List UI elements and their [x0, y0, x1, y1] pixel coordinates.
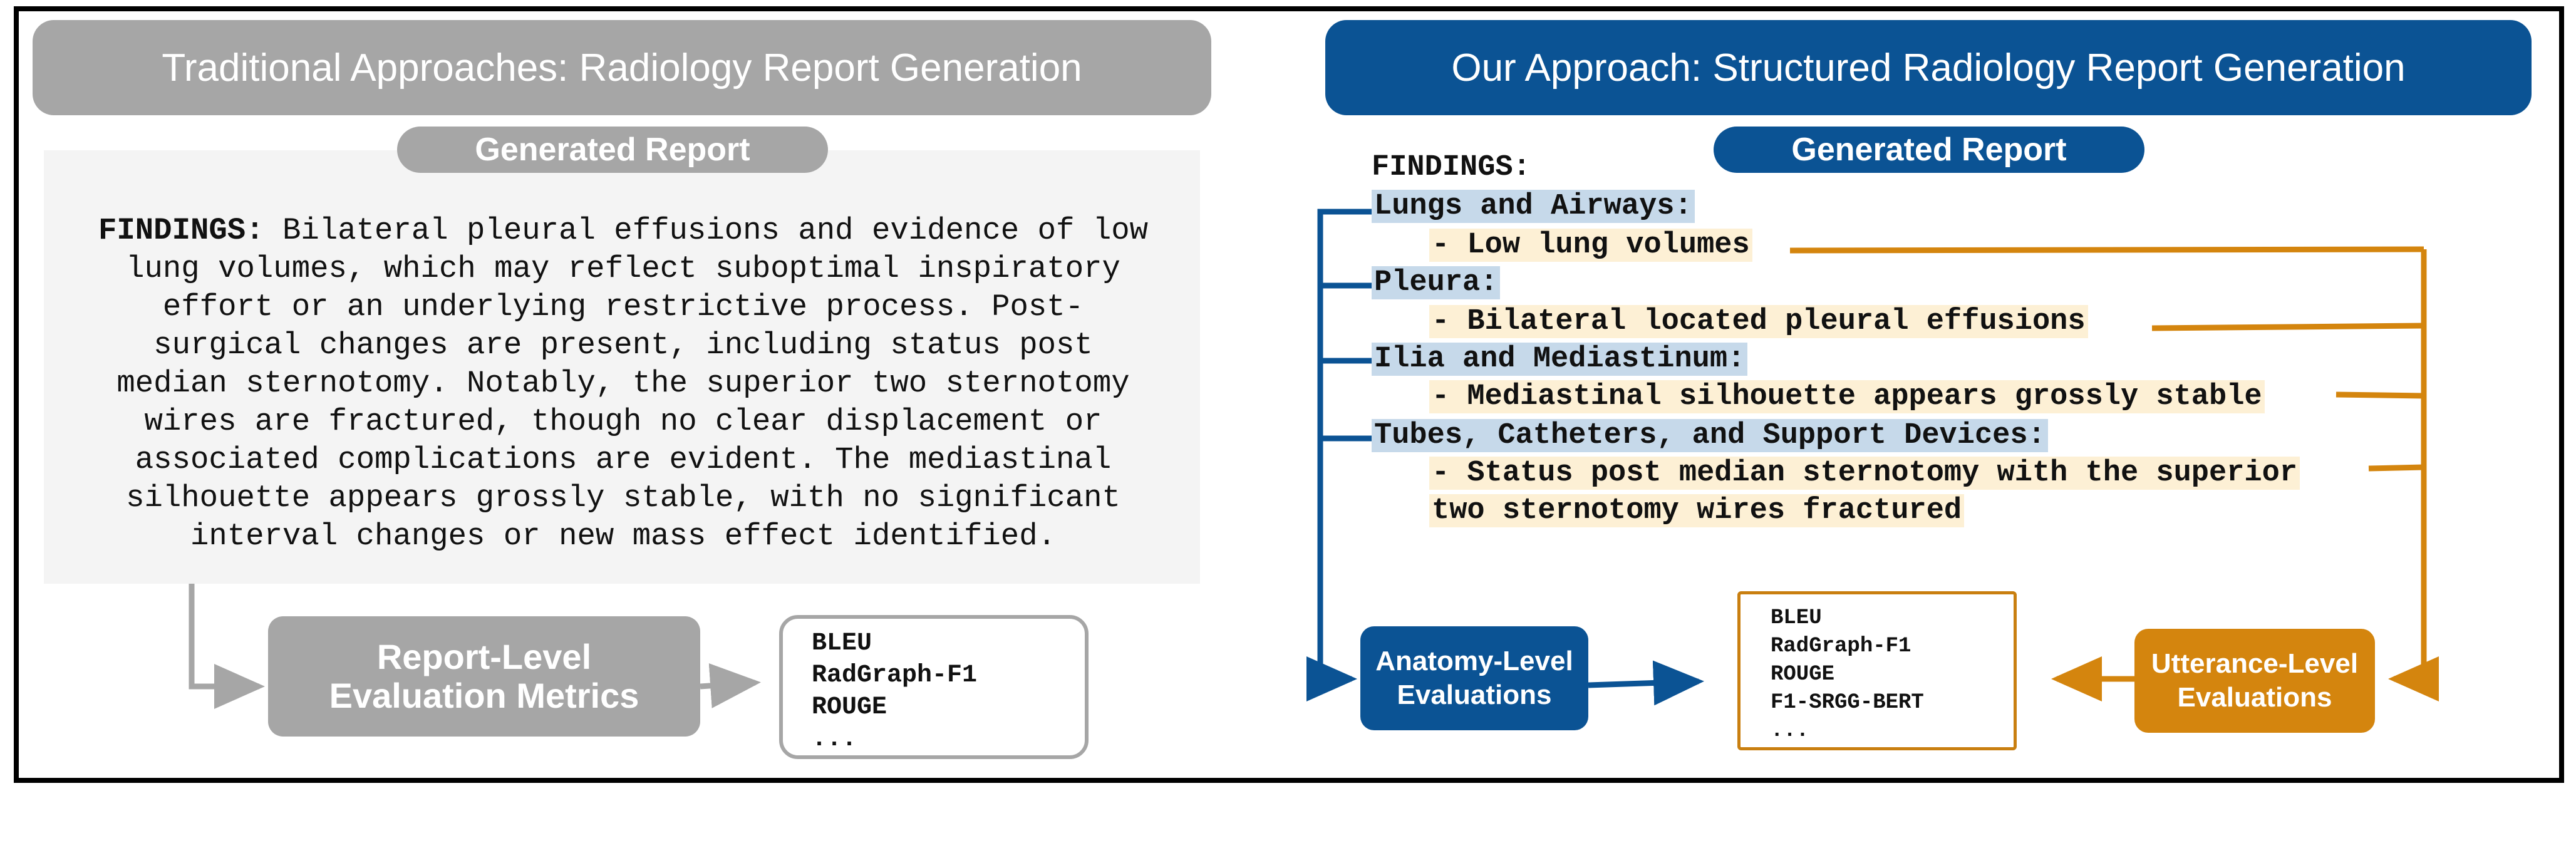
metric-item: F1-SRGG-BERT [1771, 691, 1924, 715]
metric-item: RadGraph-F1 [812, 661, 978, 690]
metric-item: BLEU [812, 629, 872, 658]
anatomy-level-evaluations-box: Anatomy-Level Evaluations [1360, 626, 1588, 730]
figure-frame [14, 6, 2564, 783]
metric-item: ... [812, 725, 857, 753]
left-metrics-list-box: BLEU RadGraph-F1 ROUGE ... [779, 615, 1089, 759]
anatomy-label-line2: Evaluations [1397, 680, 1552, 710]
utterance-bracket-line [2388, 249, 2439, 701]
utterance-label-line2: Evaluations [2177, 682, 2332, 713]
anatomy-label-line1: Anatomy-Level [1375, 646, 1573, 676]
left-metrics-list: BLEU RadGraph-F1 ROUGE ... [812, 628, 977, 755]
report-level-label-line2: Evaluation Metrics [329, 676, 639, 715]
utterance-mediastinal-silhouette: - Mediastinal silhouette appears grossly… [1429, 380, 2265, 415]
left-panel-header: Traditional Approaches: Radiology Report… [33, 20, 1211, 115]
metric-item: RadGraph-F1 [1771, 634, 1911, 658]
metrics-box-to-list-arrow [700, 663, 761, 708]
utterance-low-lung-volumes: - Low lung volumes [1429, 228, 1752, 263]
right-panel-header: Our Approach: Structured Radiology Repor… [1325, 20, 2532, 115]
metric-item: ... [1771, 719, 1809, 743]
left-report-background [44, 150, 1200, 584]
right-metrics-list: BLEU RadGraph-F1 ROUGE F1-SRGG-BERT ... [1771, 604, 1924, 745]
utterance-sternotomy-line2: two sternotomy wires fractured [1429, 494, 1965, 529]
metric-item: BLEU [1771, 606, 1822, 630]
section-ilia-mediastinum: Ilia and Mediastinum: [1372, 342, 1748, 377]
section-pleura: Pleura: [1372, 266, 1501, 301]
utterance-pleural-effusions: - Bilateral located pleural effusions [1429, 304, 2088, 339]
metric-item: ROUGE [812, 693, 887, 721]
metric-item: ROUGE [1771, 663, 1835, 686]
report-level-metrics-box: Report-Level Evaluation Metrics [268, 616, 700, 737]
section-tubes-devices: Tubes, Catheters, and Support Devices: [1372, 418, 2048, 453]
utterance-label-line1: Utterance-Level [2151, 648, 2359, 679]
anatomy-to-metrics-arrow [1588, 660, 1704, 706]
left-findings-label: FINDINGS: [98, 213, 264, 248]
right-findings-label: FINDINGS: [1372, 151, 1531, 184]
section-lungs-airways: Lungs and Airways: [1372, 189, 1695, 224]
right-generated-report-label: Generated Report [1714, 127, 2144, 173]
left-findings-body: Bilateral pleural effusions and evidence… [116, 213, 1149, 554]
right-metrics-list-box: BLEU RadGraph-F1 ROUGE F1-SRGG-BERT ... [1737, 591, 2017, 750]
left-report-text: FINDINGS: Bilateral pleural effusions an… [56, 212, 1190, 556]
left-generated-report-label: Generated Report [397, 127, 828, 173]
report-to-metrics-box-arrow [189, 584, 265, 709]
utterance-sternotomy-line1: - Status post median sternotomy with the… [1429, 456, 2300, 491]
utterance-level-evaluations-box: Utterance-Level Evaluations [2134, 629, 2375, 733]
anatomy-bracket-line [1317, 209, 1373, 679]
report-level-label-line1: Report-Level [376, 637, 592, 676]
